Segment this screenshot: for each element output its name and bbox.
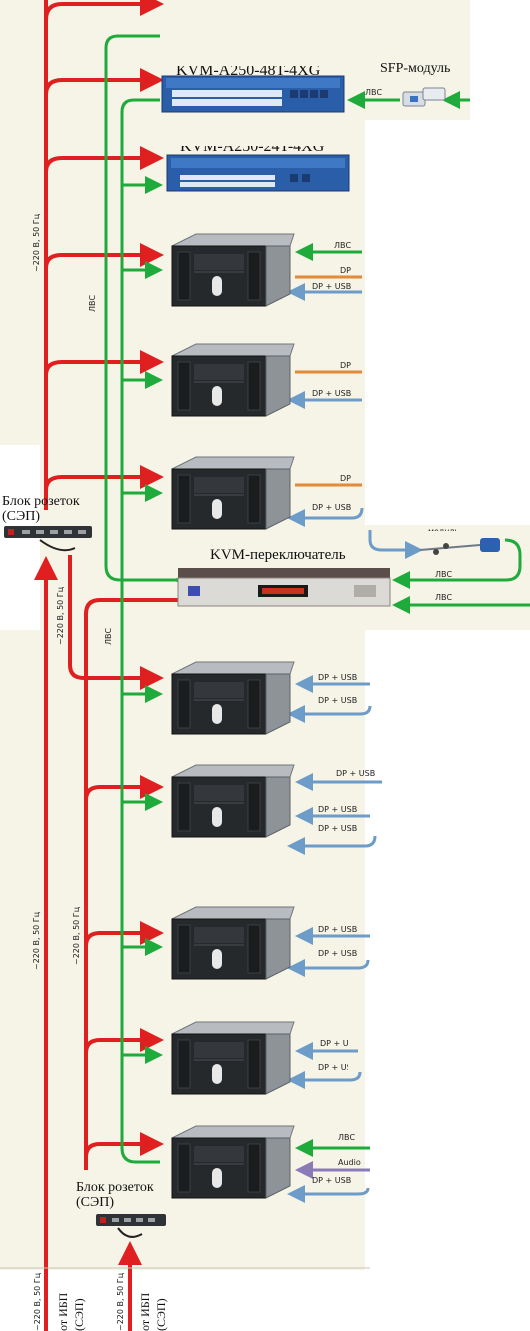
power-label-bottom-left: ~220 В, 50 Гц	[33, 1272, 42, 1331]
switch-title-fragment: KVM-A250-48T-4XG	[176, 66, 321, 75]
lvs-label-vertical-middle: ЛВС	[104, 627, 113, 645]
dp-label-server1: DP	[340, 266, 351, 275]
lvs-label-kvm1: ЛВС	[435, 570, 453, 579]
dp-usb-wires	[287, 283, 423, 1203]
dp-label-server3: DP	[340, 474, 351, 483]
lvs-label-server1: ЛВС	[334, 241, 352, 250]
sfp-label: SFP-модуль	[380, 61, 451, 76]
from-ups-label-left-1: от ИБП	[56, 1292, 70, 1331]
from-ups-label-left-2: (СЭП)	[72, 1298, 86, 1331]
kvm-module-icon	[419, 538, 500, 555]
module-label: модуль	[428, 527, 459, 531]
from-ups-label-right-1: от ИБП	[138, 1292, 152, 1331]
rack-server-icon	[168, 1124, 295, 1199]
dp-usb-label-server1: DP + USB	[312, 282, 352, 291]
lvs-label-sfp: ЛВС	[365, 88, 383, 97]
network-switch-icon	[166, 154, 350, 192]
rack-server-icon	[168, 660, 295, 735]
dp-usb-label-server3: DP + USB	[312, 503, 352, 512]
dp-usb-label-server2: DP + USB	[312, 389, 352, 398]
rack-server-icon	[168, 232, 295, 307]
pdu-label-bottom-line1: Блок розеток	[76, 1180, 154, 1195]
power-label-lower-mid: ~220 В, 50 Гц	[72, 906, 81, 965]
rack-server-icon	[168, 763, 295, 838]
sfp-module-icon	[402, 87, 446, 107]
power-label-middle: ~220 В, 50 Гц	[56, 586, 65, 645]
from-ups-label-right-2: (СЭП)	[154, 1298, 168, 1331]
power-strip-icon	[96, 1214, 166, 1238]
kvm-switch-icon	[177, 568, 391, 607]
rack-server-icon	[168, 455, 295, 530]
rack-server-icon	[168, 905, 295, 980]
dp-usb-label-server5a: DP + USB	[336, 769, 376, 778]
lvs-label-vertical-top: ЛВС	[88, 294, 97, 312]
dp-label-server2: DP	[340, 361, 351, 370]
dp-usb-label-server5b: DP + USB	[318, 805, 358, 814]
power-label-top: ~220 В, 50 Гц	[32, 213, 41, 272]
power-wires	[34, 0, 180, 1331]
pdu-label-top-line2: (СЭП)	[2, 509, 41, 524]
power-label-bottom-right: ~220 В, 50 Гц	[116, 1272, 125, 1331]
power-label-lower-left: ~220 В, 50 Гц	[32, 911, 41, 970]
lvs-label-kvm2: ЛВС	[435, 593, 453, 602]
switch2-title-fragment: KVM-A250-24T-4XG	[180, 146, 330, 154]
pdu-label-bottom-line2: (СЭП)	[76, 1195, 115, 1210]
audio-label-server8: Audio	[338, 1158, 361, 1167]
dp-usb-label-server8: DP + USB	[312, 1176, 352, 1185]
network-switch-icon	[161, 75, 345, 113]
rack-server-icon	[168, 1020, 295, 1095]
dp-wires	[295, 275, 362, 487]
rack-server-icon	[168, 342, 295, 417]
lan-wires	[104, 34, 530, 1164]
kvm-title-fragment: KVM-переключатель	[210, 548, 346, 562]
dp-usb-label-server7a: DP + USB	[320, 1039, 348, 1048]
power-strip-icon	[4, 526, 92, 552]
dp-usb-label-server6b: DP + USB	[318, 949, 358, 958]
lvs-label-server8: ЛВС	[338, 1133, 356, 1142]
dp-usb-label-server5c: DP + USB	[318, 824, 358, 833]
mask-right-bottom	[365, 630, 530, 1270]
dp-usb-label-server6a: DP + USB	[318, 925, 358, 934]
dp-usb-label-server4b: DP + USB	[318, 696, 358, 705]
pdu-label-top-line1: Блок розеток	[2, 494, 80, 509]
dp-usb-label-server7b: DP + USB	[318, 1063, 348, 1072]
dp-usb-label-server4a: DP + USB	[318, 673, 358, 682]
